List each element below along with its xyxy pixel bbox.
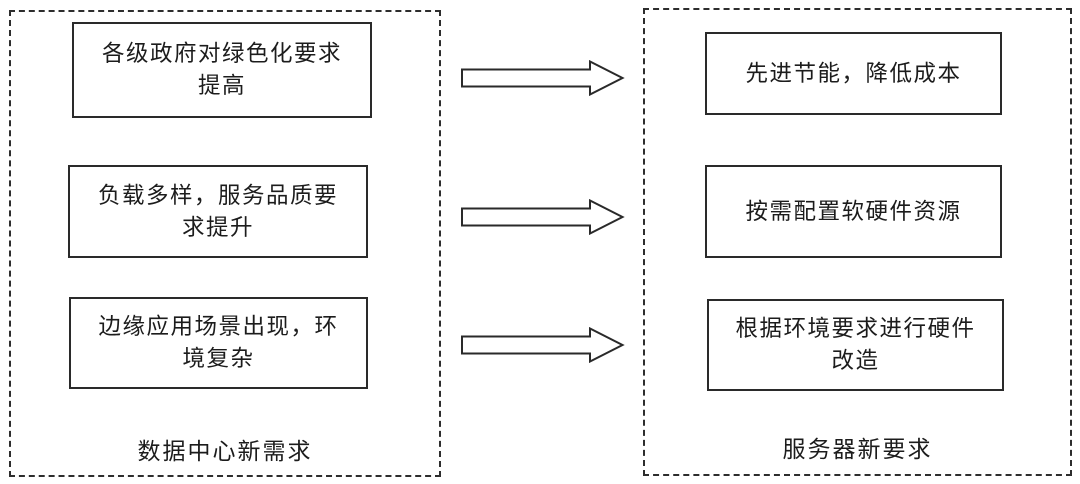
node-text: 各级政府对绿色化要求提高 bbox=[101, 41, 342, 98]
node-text: 根据环境要求进行硬件改造 bbox=[735, 316, 976, 373]
right-arrow-icon bbox=[461, 199, 625, 235]
node-text: 边缘应用场景出现，环境复杂 bbox=[98, 314, 339, 371]
node-server-energy-saving: 先进节能，降低成本 bbox=[705, 32, 1002, 115]
node-server-hardware-retrofit: 根据环境要求进行硬件改造 bbox=[707, 299, 1004, 391]
node-text: 负载多样，服务品质要求提升 bbox=[97, 182, 338, 240]
node-text: 按需配置软硬件资源 bbox=[745, 198, 962, 224]
right-arrow-icon bbox=[461, 327, 625, 363]
right-arrow-icon bbox=[461, 60, 625, 96]
node-datacenter-edge-scenario: 边缘应用场景出现，环境复杂 bbox=[69, 297, 368, 389]
datacenter-group-label: 数据中心新需求 bbox=[137, 439, 313, 464]
node-text: 先进节能，降低成本 bbox=[745, 60, 962, 86]
server-group-label: 服务器新要求 bbox=[782, 437, 933, 462]
node-datacenter-diverse-load: 负载多样，服务品质要求提升 bbox=[68, 165, 368, 258]
node-server-on-demand-resources: 按需配置软硬件资源 bbox=[705, 165, 1002, 258]
node-datacenter-green-policy: 各级政府对绿色化要求提高 bbox=[72, 22, 372, 118]
